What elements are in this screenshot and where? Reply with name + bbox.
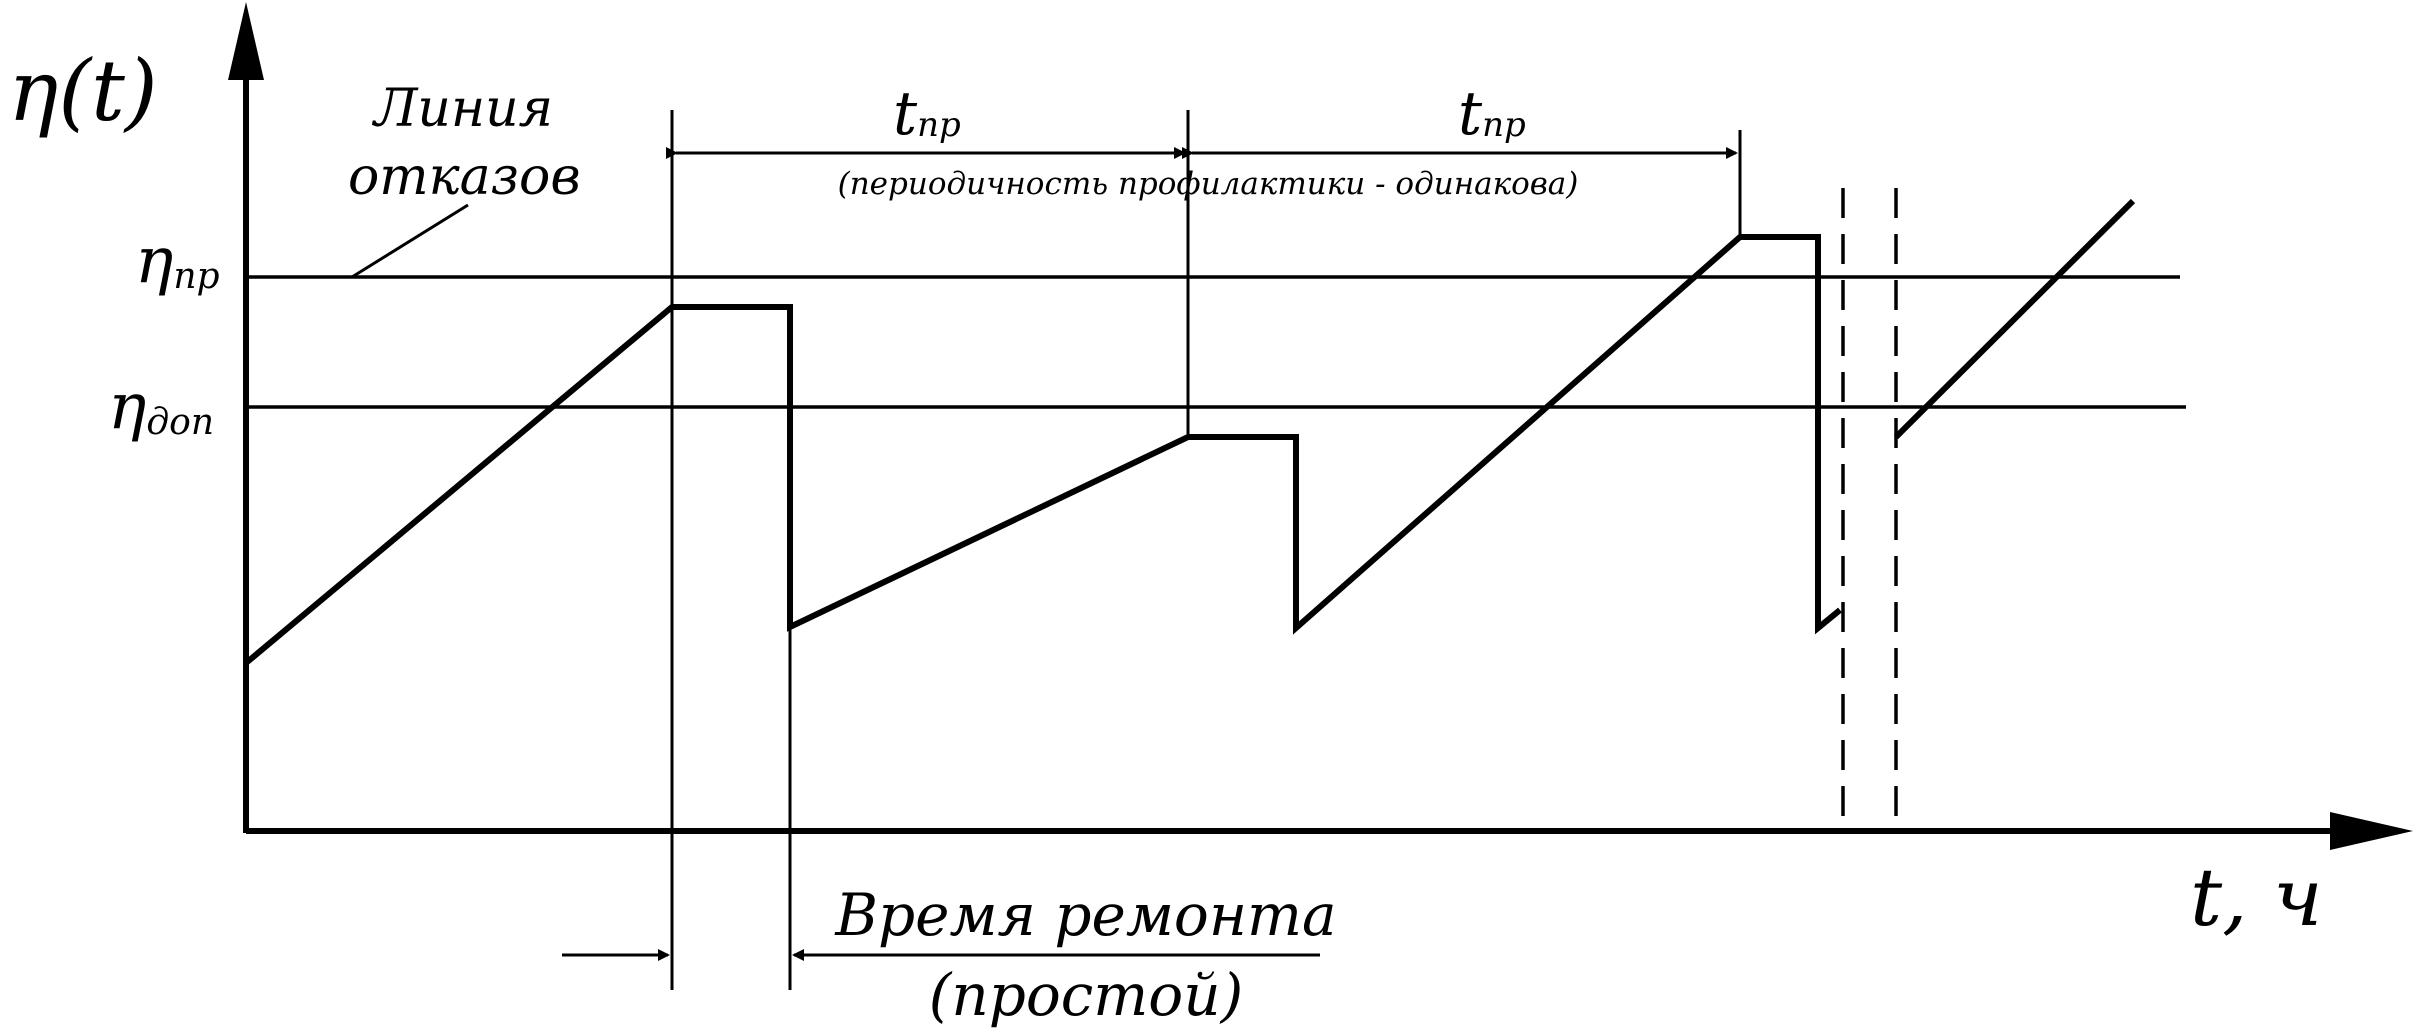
period-note: (периодичность профилактики - одинакова) (838, 166, 1579, 202)
eta-pr-symbol: η (135, 224, 173, 298)
period1-subscript: пр (917, 105, 961, 145)
degradation-curve (244, 234, 1842, 666)
x-axis-arrowhead (2330, 812, 2413, 850)
period2-label: tпр (1458, 79, 1526, 149)
degradation-curve-after-break (1893, 198, 2136, 440)
y-axis-arrowhead (228, 2, 264, 80)
period2-subscript: пр (1482, 105, 1526, 145)
eta-dop-label: ηдоп (108, 370, 214, 444)
failure-line-caption-1: Линия (371, 79, 553, 139)
repair-caption-2: (простой) (929, 961, 1243, 1029)
period2-symbol: t (1458, 79, 1483, 149)
eta-pr-label: ηпр (135, 224, 220, 298)
eta-dop-symbol: η (108, 370, 146, 444)
failure-line-leader (351, 203, 469, 279)
period1-label: tпр (893, 79, 961, 149)
x-axis-label: t, ч (2190, 851, 2323, 944)
period1-symbol: t (893, 79, 918, 149)
repair-caption-1: Время ремонта (834, 881, 1336, 949)
eta-dop-subscript: доп (146, 402, 214, 443)
y-axis-label: η(t) (8, 42, 158, 140)
failure-line-caption-2: отказов (348, 147, 581, 207)
eta-pr-subscript: пр (173, 256, 219, 297)
